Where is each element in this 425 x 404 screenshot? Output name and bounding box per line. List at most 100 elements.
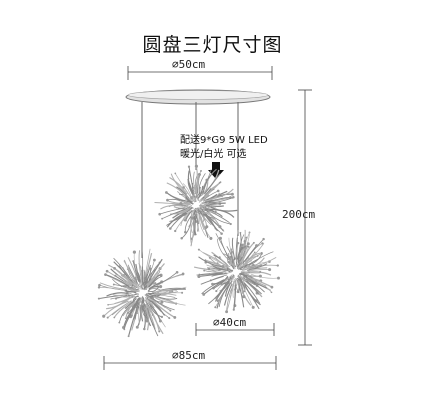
glass-strand xyxy=(132,260,140,282)
glass-strand xyxy=(123,305,137,330)
glass-strand xyxy=(148,258,163,282)
glass-tip xyxy=(276,264,279,267)
lamp-cluster-right xyxy=(193,229,280,314)
glass-tip xyxy=(166,198,169,202)
glass-tip xyxy=(197,172,201,177)
glass-tip xyxy=(218,182,221,184)
lamp-cluster-middle xyxy=(154,164,238,247)
glass-strand xyxy=(244,252,262,266)
glass-strand xyxy=(122,300,136,317)
glass-strand xyxy=(143,273,148,287)
glass-tip xyxy=(168,317,171,320)
glass-strand xyxy=(166,211,186,226)
glass-strand xyxy=(154,294,178,300)
glass-tip xyxy=(218,225,222,229)
glass-tip xyxy=(113,316,116,319)
glass-strand xyxy=(195,176,200,196)
glass-strand xyxy=(243,282,261,304)
glass-strand xyxy=(113,301,133,318)
glass-strand xyxy=(117,274,134,287)
glass-strand xyxy=(193,171,196,194)
glass-tip xyxy=(105,269,109,273)
glass-strand xyxy=(169,212,188,229)
glass-tip xyxy=(169,213,172,216)
glass-tip xyxy=(173,315,177,319)
glass-strand xyxy=(208,188,234,200)
glass-strand xyxy=(231,237,236,261)
glass-strand xyxy=(203,279,225,295)
led-note-line2: 暖光/白光 可选 xyxy=(180,147,247,160)
glass-strand xyxy=(226,246,234,264)
glass-tip xyxy=(127,335,130,338)
glass-strand xyxy=(204,270,225,273)
glass-strand xyxy=(141,251,144,279)
glass-strand xyxy=(184,214,193,233)
glass-tip xyxy=(180,237,183,240)
glass-strand xyxy=(195,207,198,215)
glass-strand xyxy=(123,259,137,282)
glass-strand xyxy=(242,267,255,271)
glass-tip xyxy=(169,309,172,312)
glass-tip xyxy=(136,312,138,314)
glass-strand xyxy=(154,271,178,287)
glass-tip xyxy=(197,248,200,251)
glass-strand xyxy=(203,199,217,204)
glass-tip xyxy=(152,258,156,262)
glass-tip xyxy=(175,270,179,274)
glass-strand xyxy=(198,256,223,268)
glass-strand xyxy=(157,296,186,306)
glass-tip xyxy=(112,283,115,286)
glass-strand xyxy=(219,257,231,268)
glass-strand xyxy=(135,263,141,283)
glass-strand xyxy=(238,280,245,297)
glass-strand xyxy=(197,185,204,199)
glass-tip xyxy=(113,267,116,270)
glass-strand xyxy=(130,288,139,292)
glass-tip xyxy=(174,229,177,233)
overall-width-label: ⌀85cm xyxy=(172,349,205,362)
glass-tip xyxy=(200,169,202,172)
glass-strand xyxy=(200,193,210,202)
glass-strand xyxy=(240,257,250,268)
glass-strand xyxy=(244,253,262,267)
glass-tip xyxy=(215,290,218,293)
glass-strand xyxy=(241,284,254,308)
glass-tip xyxy=(205,225,209,229)
glass-strand xyxy=(239,247,247,264)
glass-strand xyxy=(170,173,188,195)
glass-strand xyxy=(148,299,162,312)
glass-strand xyxy=(154,201,182,205)
glass-strand xyxy=(114,296,133,305)
glass-tip xyxy=(124,317,127,320)
glass-tip xyxy=(154,282,157,285)
glass-tip xyxy=(102,314,106,318)
glass-strand xyxy=(219,278,231,292)
glass-strand xyxy=(250,273,279,279)
glass-strand xyxy=(182,183,192,198)
glass-tip xyxy=(262,237,265,241)
glass-strand xyxy=(136,304,142,328)
glass-strand xyxy=(144,304,152,327)
glass-strand xyxy=(240,231,250,259)
glass-tip xyxy=(97,286,101,289)
glass-strand xyxy=(238,234,245,259)
glass-tip xyxy=(159,285,163,289)
glass-tip xyxy=(124,307,127,309)
glass-strand xyxy=(218,283,231,308)
down-arrow-icon xyxy=(208,162,224,179)
glass-strand xyxy=(193,209,198,221)
glass-strand xyxy=(198,249,224,265)
glass-tip xyxy=(158,212,162,216)
glass-tip xyxy=(143,327,146,331)
glass-strand xyxy=(138,250,142,279)
glass-tip xyxy=(184,219,187,222)
glass-strand xyxy=(228,261,235,269)
glass-strand xyxy=(106,292,130,297)
glass-tip xyxy=(132,250,136,254)
glass-tip xyxy=(215,297,218,300)
glass-strand xyxy=(198,204,206,208)
glass-tip xyxy=(202,292,206,296)
glass-strand xyxy=(204,212,221,227)
glass-tip xyxy=(209,236,213,240)
glass-tip xyxy=(246,242,250,246)
